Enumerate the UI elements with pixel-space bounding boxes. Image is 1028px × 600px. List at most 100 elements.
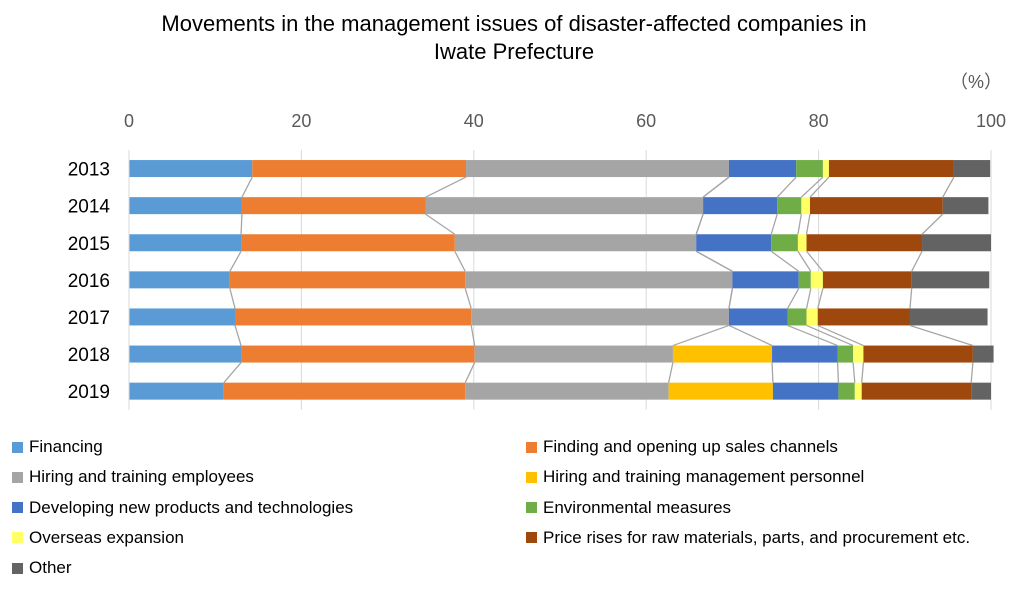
bar-segment: [471, 308, 729, 326]
bar-segment: [777, 197, 802, 215]
bar-segment: [241, 234, 455, 252]
series-connector-line: [817, 324, 864, 347]
series-connector-line: [667, 362, 674, 383]
series-connector-line: [702, 176, 730, 198]
bar-segment: [772, 382, 839, 400]
legend-item: Developing new products and technologies: [12, 498, 353, 518]
legend-label: Hiring and training employees: [29, 467, 254, 487]
series-connector-line: [787, 288, 800, 309]
bar-segment: [454, 234, 697, 252]
legend-swatch: [526, 441, 537, 453]
series-connector-line: [909, 288, 913, 309]
bar-segment: [909, 308, 988, 326]
legend-item: Overseas expansion: [12, 528, 184, 548]
legend-swatch: [12, 471, 23, 483]
series-connector-line: [797, 214, 803, 235]
legend-swatch: [12, 441, 23, 453]
series-connector-line: [241, 176, 253, 198]
series-connector-line: [776, 176, 797, 198]
series-connector-line: [425, 176, 467, 198]
bar-segment: [129, 197, 242, 215]
bar-segment: [129, 382, 224, 400]
bar-segment: [241, 197, 426, 215]
legend-item: Hiring and training employees: [12, 467, 254, 487]
series-connector-line: [809, 176, 830, 198]
x-tick-label: 100: [976, 111, 1006, 131]
bar-segment: [971, 382, 991, 400]
legend-label: Other: [29, 558, 72, 578]
bar-segment: [425, 197, 704, 215]
bar-segment: [806, 308, 818, 326]
bar-segment: [953, 160, 991, 178]
legend-label: Financing: [29, 437, 103, 456]
series-connector-line: [836, 362, 840, 383]
category-label: 2019: [68, 382, 110, 403]
x-tick-label: 60: [636, 111, 656, 131]
bar-segment: [129, 308, 236, 326]
chart-title: Movements in the management issues of di…: [0, 10, 1028, 66]
bar-segment: [798, 271, 811, 289]
legend-label: Hiring and training management personnel: [543, 467, 865, 487]
series-connector-line: [817, 288, 824, 309]
x-tick-label: 40: [464, 111, 484, 131]
series-connector-line: [240, 214, 243, 235]
bar-segment: [129, 234, 242, 252]
series-connector-line: [805, 288, 812, 309]
bar-segment: [838, 382, 855, 400]
legend-item: Other: [12, 558, 72, 578]
x-tick-label: 0: [124, 111, 134, 131]
series-connector-line: [852, 362, 856, 383]
bar-segment: [772, 345, 838, 363]
bar-segment: [223, 382, 466, 400]
bar-segment: [703, 197, 778, 215]
legend-label: Developing new products and technologies: [29, 497, 354, 517]
legend-item: Financing: [12, 437, 103, 457]
bar-segment: [801, 197, 810, 215]
series-connector-line: [770, 213, 778, 235]
series-connector-line: [970, 362, 974, 383]
series-connector-line: [672, 324, 730, 347]
legend-label: Environmental measures: [543, 497, 732, 517]
series-connector-line: [797, 250, 812, 272]
bar-segment: [817, 308, 910, 326]
bar-segment: [465, 271, 733, 289]
bar-segment: [465, 382, 669, 400]
legend-swatch: [526, 471, 537, 483]
bar-segment: [129, 160, 253, 178]
bar-segment: [474, 345, 673, 363]
legend-item: Price rises for raw materials, parts, an…: [526, 528, 970, 548]
bar-segment: [853, 345, 864, 363]
series-connector-line: [695, 213, 704, 235]
bar-segment: [129, 345, 242, 363]
series-connector-line: [464, 288, 472, 309]
bar-segment: [822, 271, 912, 289]
legend-item: Finding and opening up sales channels: [526, 437, 838, 457]
bar-segment: [797, 234, 807, 252]
category-label: 2016: [68, 271, 110, 292]
legend-swatch: [526, 532, 537, 544]
series-connector-line: [805, 214, 811, 235]
bar-segment: [796, 160, 823, 178]
bar-segment: [822, 160, 829, 178]
series-connector-line: [234, 325, 242, 346]
bar-segment: [672, 345, 773, 363]
bar-segment: [771, 234, 798, 252]
bar-segment: [728, 160, 797, 178]
bar-segment: [787, 308, 807, 326]
category-label: 2014: [68, 197, 111, 218]
series-connector-line: [806, 250, 824, 272]
bar-segment: [972, 345, 994, 363]
category-label: 2015: [68, 234, 110, 255]
series-connector-line: [695, 250, 733, 272]
chart-title-line-1: Movements in the management issues of di…: [161, 11, 867, 36]
series-connector-line: [728, 288, 734, 309]
x-tick-label: 80: [809, 111, 829, 131]
series-connector-line: [942, 176, 955, 198]
bar-segment: [911, 271, 990, 289]
category-label: 2013: [68, 160, 110, 181]
series-connector-line: [470, 325, 476, 346]
bar-segment: [235, 308, 472, 326]
bar-segment: [229, 271, 466, 289]
bar-segment: [732, 271, 799, 289]
